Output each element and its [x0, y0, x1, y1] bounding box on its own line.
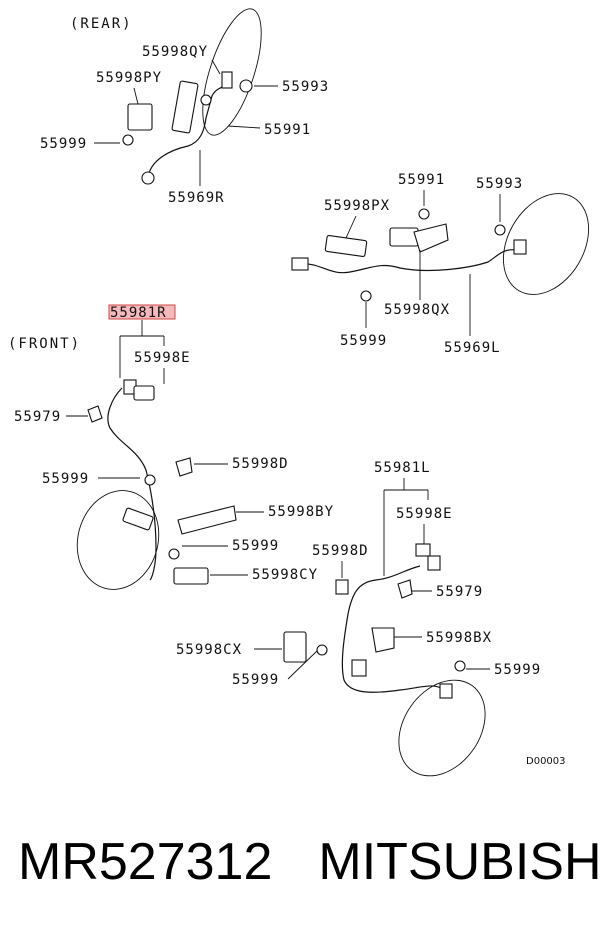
part-label[interactable]: 55998BY	[268, 504, 334, 520]
bolt-icon	[360, 290, 372, 302]
part-label[interactable]: 55979	[14, 409, 61, 425]
part-label[interactable]: 55998E	[134, 350, 191, 366]
highlight-box	[108, 304, 176, 320]
brake-disc-outline	[502, 193, 590, 295]
sensor-icon	[513, 239, 527, 255]
bracket-icon	[413, 223, 449, 253]
bracket-icon	[389, 227, 419, 247]
sensor-icon	[439, 683, 453, 699]
part-label[interactable]: 55998PX	[324, 198, 390, 214]
bracket-icon	[127, 103, 153, 131]
bracket-icon	[173, 567, 209, 585]
footer: MR527312 MITSUBISHI	[18, 832, 600, 892]
bolt-icon	[316, 644, 328, 656]
part-label[interactable]: 55991	[264, 122, 311, 138]
nut-icon	[239, 79, 253, 93]
part-label[interactable]: 55998CY	[252, 567, 318, 583]
part-label[interactable]: 55993	[282, 79, 329, 95]
part-label[interactable]: 55998E	[396, 506, 453, 522]
bracket-icon	[371, 627, 395, 653]
clip-icon	[175, 457, 193, 477]
bolt-icon	[168, 548, 180, 560]
bolt-icon	[418, 208, 430, 220]
part-label[interactable]: 55999	[232, 672, 279, 688]
part-label[interactable]: 55991	[398, 172, 445, 188]
part-label[interactable]: 55998QY	[142, 44, 208, 60]
bracket-icon	[324, 235, 368, 257]
nut-icon	[494, 224, 506, 236]
sensor-icon	[122, 507, 154, 531]
bolt-icon	[144, 474, 156, 486]
part-label[interactable]: 55998QX	[384, 302, 450, 318]
part-label[interactable]: 55998PY	[96, 70, 162, 86]
connector-icon	[427, 555, 441, 571]
bracket-icon	[171, 80, 199, 134]
part-label[interactable]: 55998BX	[426, 630, 492, 646]
part-label[interactable]: 55999	[42, 471, 89, 487]
parts-diagram: (REAR) 55998QY 55998PY 55993 55991 55999…	[8, 8, 590, 777]
connector-icon	[291, 257, 309, 271]
diagram-code: D00003	[526, 756, 566, 767]
bracket-icon	[177, 505, 237, 535]
sensor-harness	[341, 565, 445, 693]
part-label[interactable]: 55998CX	[176, 642, 242, 658]
part-label[interactable]: 55998D	[232, 456, 289, 472]
part-label[interactable]: 55999	[494, 662, 541, 678]
clip-icon	[397, 579, 413, 599]
part-label[interactable]: 55993	[476, 176, 523, 192]
clip-icon	[133, 385, 155, 401]
section-label-front: (FRONT)	[8, 336, 81, 352]
sensor-icon	[221, 71, 233, 89]
sensor-harness	[299, 249, 519, 274]
clip-icon	[335, 579, 349, 595]
part-number: MR527312	[18, 833, 273, 891]
bolt-icon	[454, 660, 466, 672]
part-label[interactable]: 55999	[232, 538, 279, 554]
clip-icon	[415, 543, 431, 557]
bolt-icon	[200, 94, 212, 106]
part-label[interactable]: 55999	[40, 136, 87, 152]
part-label[interactable]: 55969L	[444, 340, 501, 356]
bracket-icon	[283, 631, 307, 663]
part-label[interactable]: 55999	[340, 333, 387, 349]
part-label[interactable]: 55979	[436, 584, 483, 600]
brake-disc-outline	[398, 679, 486, 777]
part-label[interactable]: 55981L	[374, 460, 431, 476]
sensor-harness	[147, 83, 229, 179]
sensor-icon	[141, 171, 155, 185]
section-label-rear: (REAR)	[70, 16, 133, 32]
bolt-icon	[122, 134, 134, 146]
brand-name: MITSUBISHI	[318, 833, 600, 891]
clip-icon	[87, 405, 103, 423]
part-label[interactable]: 55969R	[168, 190, 225, 206]
brake-disc-outline	[76, 490, 160, 590]
sensor-harness	[107, 387, 157, 581]
part-label-highlighted[interactable]: 55981R	[110, 305, 167, 321]
part-label[interactable]: 55998D	[312, 543, 369, 559]
clip-icon	[351, 659, 367, 677]
brake-disc-outline	[202, 8, 262, 136]
